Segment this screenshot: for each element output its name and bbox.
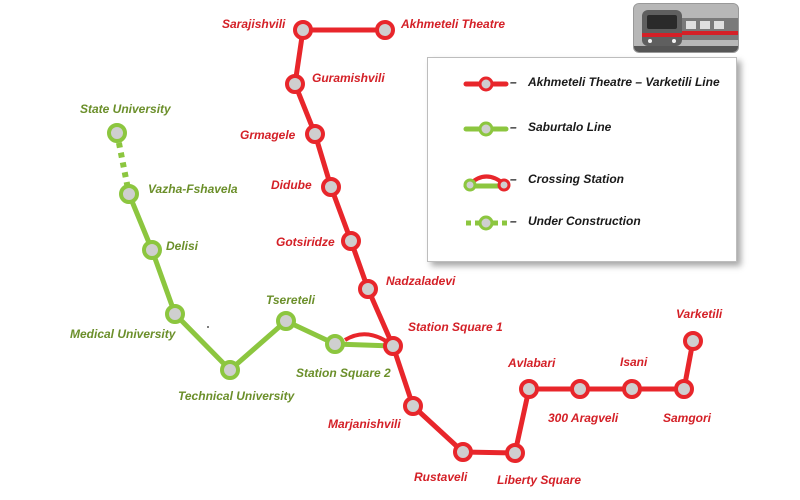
station-liberty-square[interactable] <box>505 443 525 463</box>
legend-label-green-line: Saburtalo Line <box>528 120 612 134</box>
legend-item-crossing: – Crossing Station <box>428 169 736 193</box>
label-rustaveli: Rustaveli <box>414 470 468 484</box>
station-guramishvili[interactable] <box>285 74 305 94</box>
label-medical-university: Medical University <box>70 327 177 341</box>
station-gotsiridze[interactable] <box>341 231 361 251</box>
station-state-university[interactable] <box>107 123 127 143</box>
label-state-university: State University <box>80 102 172 116</box>
label-isani: Isani <box>620 355 648 369</box>
legend-separator: – <box>510 120 517 134</box>
label-nadzaladevi: Nadzaladevi <box>386 274 456 288</box>
station-isani[interactable] <box>622 379 642 399</box>
label-tsereteli: Tsereteli <box>266 293 316 307</box>
legend-item-red-line: – Akhmeteli Theatre – Varketili Line <box>428 72 736 96</box>
label-station-square-2: Station Square 2 <box>296 366 391 380</box>
label-station-square-1: Station Square 1 <box>408 320 503 334</box>
green-line-track <box>126 191 396 373</box>
legend-item-green-line: – Saburtalo Line <box>428 117 736 141</box>
red-line-track <box>292 27 696 456</box>
label-marjanishvili: Marjanishvili <box>328 417 401 431</box>
legend-label-red-line: Akhmeteli Theatre – Varketili Line <box>528 75 720 89</box>
legend-label-construction: Under Construction <box>528 214 641 228</box>
station-300-aragveli[interactable] <box>570 379 590 399</box>
station-didube[interactable] <box>321 177 341 197</box>
label-avlabari: Avlabari <box>507 356 556 370</box>
label-samgori: Samgori <box>663 411 712 425</box>
label-sarajishvili: Sarajishvili <box>222 17 286 31</box>
label-vazha-fshavela: Vazha-Fshavela <box>148 182 238 196</box>
station-vazha-fshavela[interactable] <box>119 184 139 204</box>
label-akhmeteli-theatre: Akhmeteli Theatre <box>400 17 505 31</box>
label-delisi: Delisi <box>166 239 199 253</box>
label-grmagele: Grmagele <box>240 128 296 142</box>
green-line-construction <box>114 132 132 195</box>
label-300-aragveli: 300 Aragveli <box>548 411 619 425</box>
label-gotsiridze: Gotsiridze <box>276 235 335 249</box>
station-delisi[interactable] <box>142 240 162 260</box>
station-akhmeteli-theatre[interactable] <box>375 20 395 40</box>
green-line-symbol-icon <box>463 121 509 137</box>
legend-item-construction: – Under Construction <box>428 211 736 235</box>
legend-separator: – <box>510 214 517 228</box>
station-sarajishvili[interactable] <box>293 20 313 40</box>
legend-separator: – <box>510 172 517 186</box>
crossing-station-symbol-icon <box>463 174 511 192</box>
station-samgori[interactable] <box>674 379 694 399</box>
station-technical-university[interactable] <box>220 360 240 380</box>
station-station-square-2[interactable] <box>325 334 345 354</box>
red-line-symbol-icon <box>463 76 509 92</box>
station-medical-university[interactable] <box>165 304 185 324</box>
station-marjanishvili[interactable] <box>403 396 423 416</box>
station-nadzaladevi[interactable] <box>358 279 378 299</box>
red-stations <box>285 20 703 463</box>
label-liberty-square: Liberty Square <box>497 473 581 487</box>
metro-train-icon <box>633 3 739 53</box>
station-grmagele[interactable] <box>305 124 325 144</box>
station-rustaveli[interactable] <box>453 442 473 462</box>
station-varketili[interactable] <box>683 331 703 351</box>
label-guramishvili: Guramishvili <box>312 71 385 85</box>
station-avlabari[interactable] <box>519 379 539 399</box>
green-stations <box>107 123 345 380</box>
legend-label-crossing: Crossing Station <box>528 172 625 186</box>
under-construction-symbol-icon <box>466 215 508 231</box>
stray-dot <box>207 326 209 328</box>
label-varketili: Varketili <box>676 307 723 321</box>
legend: – Akhmeteli Theatre – Varketili Line – S… <box>427 57 737 262</box>
label-technical-university: Technical University <box>178 389 296 403</box>
station-tsereteli[interactable] <box>276 311 296 331</box>
legend-separator: – <box>510 75 517 89</box>
station-station-square-1[interactable] <box>383 336 403 356</box>
label-didube: Didube <box>271 178 312 192</box>
